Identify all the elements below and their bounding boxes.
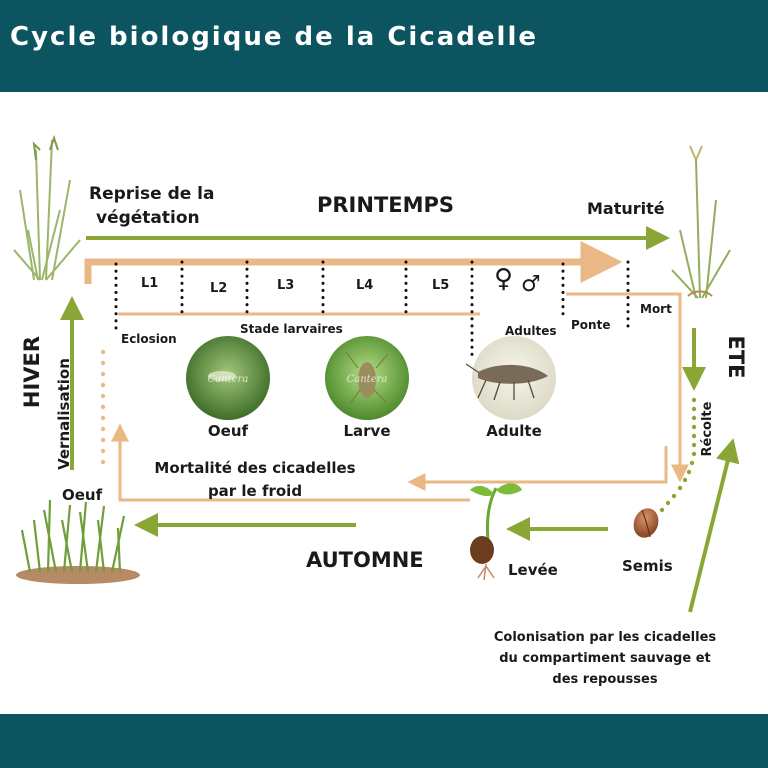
page-title: Cycle biologique de la Cicadelle xyxy=(10,22,538,52)
larval-stage-label: Stade larvaires xyxy=(240,322,343,336)
egg-photo: Cantera xyxy=(186,336,270,420)
stage-l1: L1 xyxy=(141,276,159,291)
adult-photo xyxy=(465,336,556,420)
regrowth-label-line1: Reprise de la xyxy=(89,184,215,204)
female-symbol: ♀ xyxy=(494,264,514,294)
adult-photo-label: Adulte xyxy=(486,422,542,440)
germinating-seed-icon xyxy=(470,483,522,581)
insect-cycle-arrows xyxy=(84,241,689,502)
stage-l3: L3 xyxy=(277,278,295,293)
overwinter-egg-dotted xyxy=(100,349,106,465)
egg-photo-watermark: Cantera xyxy=(208,374,249,385)
seedlings-soil-icon xyxy=(16,499,140,584)
egg-photo-label: Oeuf xyxy=(207,422,249,440)
stage-l4: L4 xyxy=(356,278,374,293)
laying-label: Ponte xyxy=(571,318,611,332)
stage-l2: L2 xyxy=(210,281,228,296)
stage-l5: L5 xyxy=(432,278,450,293)
sowing-label: Semis xyxy=(622,557,673,575)
colonisation-line2: du compartiment sauvage et xyxy=(499,651,711,666)
larva-photo-label: Larve xyxy=(343,422,391,440)
colonisation-line1: Colonisation par les cicadelles xyxy=(493,630,717,645)
cold-mortality-line1: Mortalité des cicadelles xyxy=(154,459,356,477)
harvest-label: Récolte xyxy=(700,401,715,457)
death-label: Mort xyxy=(640,302,672,316)
season-winter: HIVER xyxy=(20,335,44,409)
colonisation-arrow xyxy=(688,438,740,613)
life-cycle-diagram: Cantera Cantera xyxy=(13,134,740,613)
footer-bar xyxy=(0,714,768,768)
regrowth-label-line2: végétation xyxy=(96,208,200,228)
vernalisation-label: Vernalisation xyxy=(55,358,73,470)
larva-photo-watermark: Cantera xyxy=(347,374,388,385)
male-symbol: ♂ xyxy=(521,272,541,297)
header-bar: Cycle biologique de la Cicadelle xyxy=(0,0,768,92)
adults-label: Adultes xyxy=(505,324,557,338)
season-spring: PRINTEMPS xyxy=(317,193,455,217)
wheat-plant-spring-icon xyxy=(13,134,81,281)
maturity-label: Maturité xyxy=(587,199,665,218)
stage-separators xyxy=(114,260,630,360)
hatching-label: Eclosion xyxy=(121,332,177,346)
wheat-seed-icon xyxy=(633,508,659,538)
larva-photo: Cantera xyxy=(325,336,409,420)
emergence-label: Levée xyxy=(508,561,558,579)
colonisation-line3: des repousses xyxy=(552,672,658,687)
egg-winter-label: Oeuf xyxy=(62,486,103,504)
season-autumn: AUTOMNE xyxy=(306,548,424,572)
cold-mortality-line2: par le froid xyxy=(207,482,303,500)
main-insect-arrow xyxy=(84,241,623,284)
crop-cycle-arrows xyxy=(60,226,740,613)
season-summer: ETE xyxy=(724,335,748,379)
wheat-plant-mature-icon xyxy=(671,145,731,299)
